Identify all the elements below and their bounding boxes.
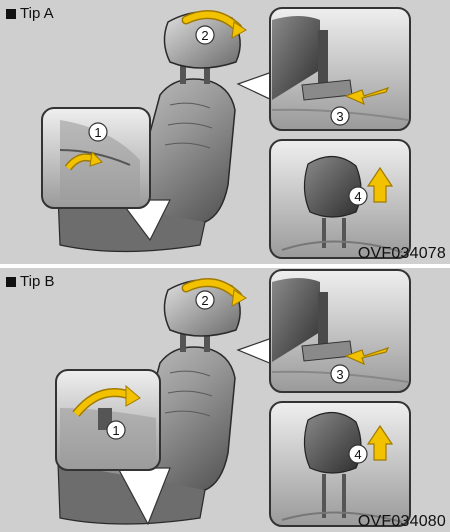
tip-a-text: Tip A [20, 5, 54, 22]
tip-a-panel: 2 1 3 4 Tip A OVF034078 [0, 0, 450, 264]
tip-b-text: Tip B [20, 273, 54, 290]
headrest-lift-inset [270, 140, 410, 258]
callout-3: 3 [336, 109, 343, 124]
callout-1: 1 [112, 423, 119, 438]
callout-2: 2 [201, 28, 208, 43]
bullet-square-icon [6, 277, 16, 287]
callout-4: 4 [354, 447, 361, 462]
lever-inset [56, 370, 160, 470]
headrest-lift-inset [270, 402, 410, 526]
callout-2: 2 [201, 293, 208, 308]
tip-a-label: Tip A [6, 5, 54, 22]
tip-b-label: Tip B [6, 273, 54, 290]
inset-pointer [238, 338, 272, 364]
callout-3: 3 [336, 367, 343, 382]
callout-1: 1 [94, 125, 101, 140]
tip-b-panel: 2 1 3 4 Tip B OVF034080 [0, 268, 450, 532]
bullet-square-icon [6, 9, 16, 19]
tip-a-illustration: 2 1 3 4 [0, 0, 450, 264]
inset-pointer [238, 72, 272, 100]
figure-code-a: OVF034078 [358, 245, 446, 263]
figure-code-b: OVF034080 [358, 513, 446, 531]
tip-b-illustration: 2 1 3 4 [0, 268, 450, 532]
callout-4: 4 [354, 189, 361, 204]
